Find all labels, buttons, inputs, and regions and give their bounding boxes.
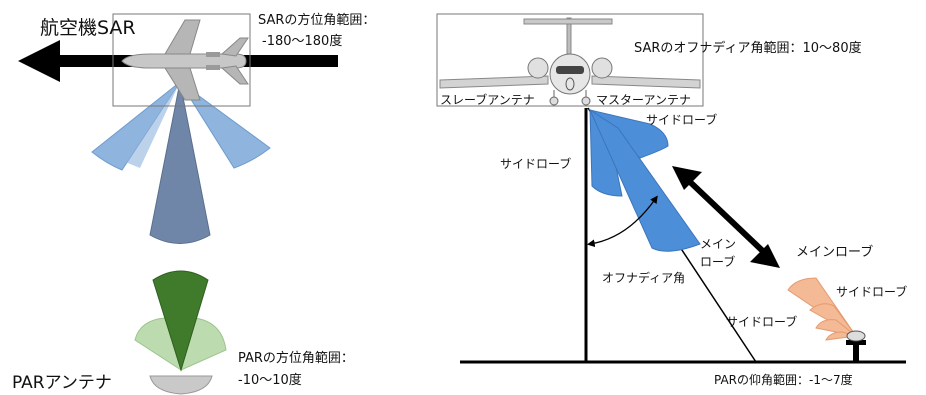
sar-side-beam-right [179,81,271,169]
sar-side-beam-left [91,81,181,171]
master-antenna-label: マスターアンテナ [596,93,691,107]
side-lobe-ground-label: サイドローブ [726,314,797,329]
sar-main-lobe [588,108,701,252]
slave-antenna-label: スレーブアンテナ [440,92,535,107]
sar-main-beam [149,81,211,244]
main-lobe-par-label: メインローブ [796,244,873,260]
distance-double-arrow [672,166,780,268]
sar-azimuth-label: SARの方位角範囲： [258,12,375,28]
par-ground-antenna-icon [846,330,866,362]
left-panel: 航空機SAR SARの方位角範囲： -180～180度 PARアンテナ PARの… [12,12,375,395]
aircraft-front-frame [436,13,704,107]
par-antenna-label: PARアンテナ [12,373,112,393]
side-lobe-par-label: サイドローブ [836,284,907,299]
par-main-beam [152,270,209,372]
par-antenna-dish-icon [149,375,213,395]
main-lobe-sar-label-1: メイン [700,237,736,251]
side-lobe-top-label: サイドローブ [646,112,717,127]
sar-azimuth-frame [112,13,251,107]
sar-azimuth-range: -180～180度 [262,33,342,49]
offnadir-angle-arc [586,195,658,248]
main-lobe-sar-label-2: ローブ [700,254,735,269]
offnadir-range-label: SARのオフナディア角範囲：10～80度 [634,40,862,56]
aircraft-frontview-icon [439,17,701,106]
sar-side-beam-left-inner [120,82,180,168]
par-elevation-range-label: PARの仰角範囲：-1～7度 [714,372,853,387]
side-lobe-left-label: サイドローブ [500,156,571,171]
par-azimuth-label: PARの方位角範囲： [238,350,354,366]
par-azimuth-range: -10～10度 [238,372,302,388]
aircraft-title: 航空機SAR [40,17,136,39]
aircraft-topview-icon [121,19,249,101]
par-side-lobe-lower [815,319,857,337]
offnadir-angle-label: オフナディア角 [602,270,685,285]
right-panel: SARのオフナディア角範囲：10～80度 スレーブアンテナ マスターアンテナ [436,13,907,387]
